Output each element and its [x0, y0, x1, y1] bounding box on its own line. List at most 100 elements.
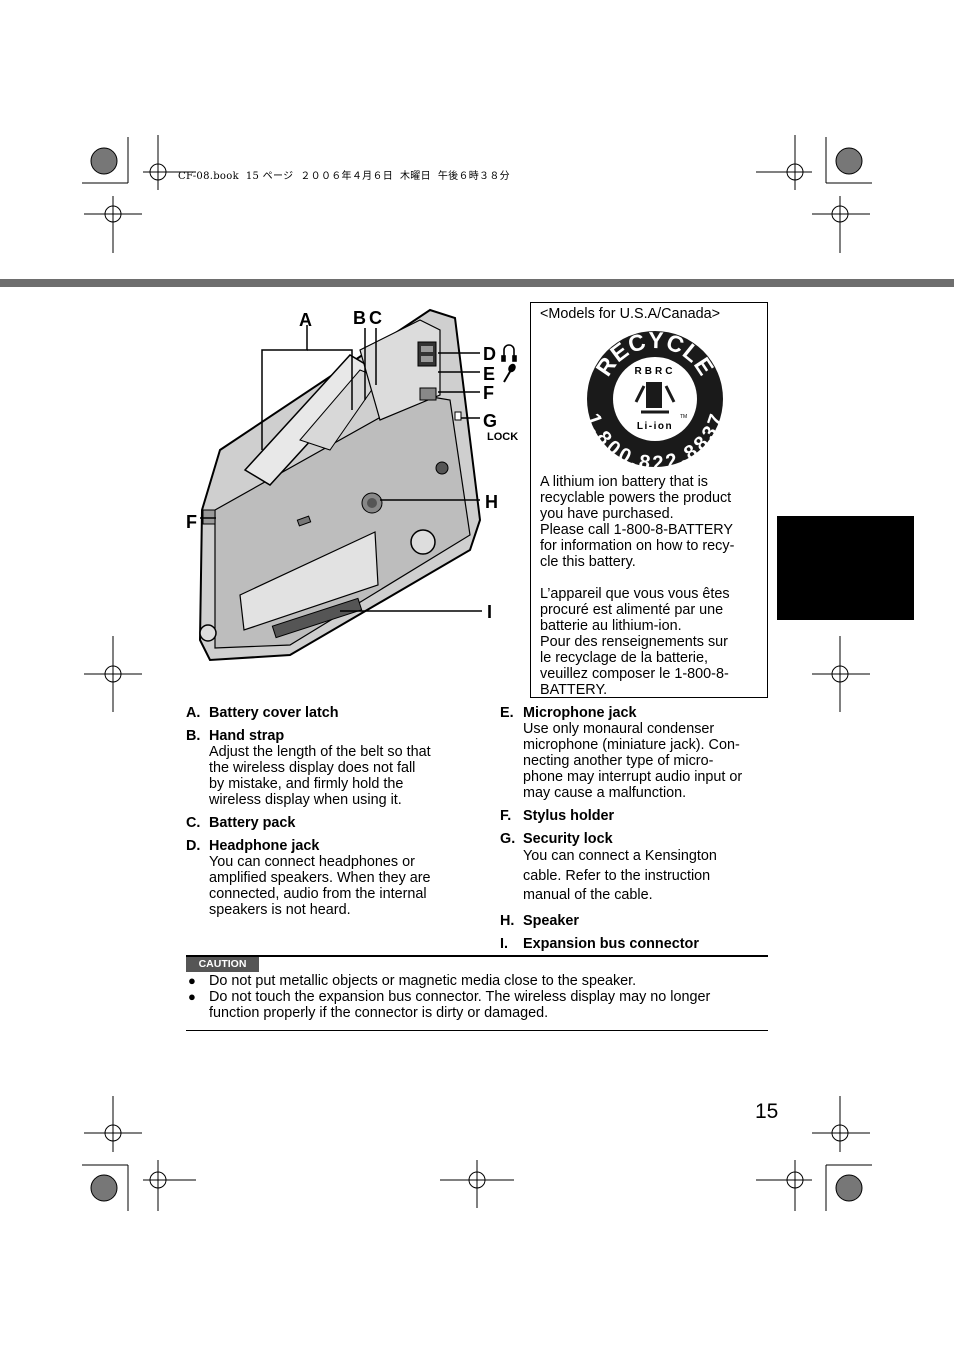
legend-description-line: Use only monaural condenser: [523, 721, 715, 737]
english-line: cle this battery.: [540, 554, 636, 570]
models-note: <Models for U.S.A/Canada>: [540, 306, 720, 322]
legend-letter: G.: [500, 831, 516, 847]
callout-H: H: [485, 492, 498, 512]
legend-letter: A.: [186, 705, 201, 721]
rbrc-recycle-logo: RECYCLE 1.800.822.8837 RBRC Li-ion TM: [586, 330, 724, 468]
legend-title: Battery cover latch: [209, 705, 339, 721]
legend-title: Hand strap: [209, 728, 285, 744]
french-line: batterie au lithium-ion.: [540, 618, 682, 634]
english-line: for information on how to recy-: [540, 538, 735, 554]
rbrc-text: RBRC: [635, 366, 676, 377]
callout-I: I: [487, 602, 492, 622]
legend-description-line: cable. Refer to the instruction: [523, 867, 711, 884]
legend-title: Microphone jack: [523, 705, 637, 721]
legend-description: You can connect a Kensington cable. Refer…: [523, 847, 770, 906]
legend-item: I. Expansion bus connector: [500, 936, 770, 952]
legend-item: H. Speaker: [500, 913, 770, 929]
callout-F-left: F: [186, 512, 197, 532]
legend-title: Security lock: [523, 831, 613, 847]
legend-description-line: amplified speakers. When they are: [209, 870, 431, 886]
legend-item: A. Battery cover latch: [186, 705, 461, 721]
legend-description-line: connected, audio from the internal: [209, 886, 427, 902]
chapter-side-tab: [777, 516, 914, 620]
legend-letter: C.: [186, 815, 201, 831]
lock-label: LOCK: [487, 431, 518, 443]
legend-letter: B.: [186, 728, 201, 744]
callout-A: A: [299, 310, 312, 330]
legend-description-line: manual of the cable.: [523, 887, 653, 903]
callout-B: B: [353, 308, 366, 328]
trademark-text: TM: [680, 414, 687, 420]
callout-D: D: [483, 344, 496, 364]
legend-title: Headphone jack: [209, 838, 320, 854]
print-header: CF-08.book 15 ページ ２００６年４月６日 木曜日 午後６時３８分: [178, 171, 510, 182]
english-line: Please call 1-800-8-BATTERY: [540, 522, 734, 538]
device-rear-diagram: A B C D E F G LOCK H F I: [186, 308, 518, 662]
caution-item-line: Do not put metallic objects or magnetic …: [209, 973, 637, 989]
legend-title: Stylus holder: [523, 808, 615, 824]
callout-F-right: F: [483, 383, 494, 403]
legend-description-line: necting another type of micro-: [523, 753, 714, 769]
bullet-icon: ●: [188, 989, 196, 1004]
legend-title: Battery pack: [209, 815, 296, 831]
legend-title: Expansion bus connector: [523, 935, 699, 952]
page-number: 15: [755, 1100, 779, 1123]
caution-item: ● Do not touch the expansion bus connecto…: [186, 989, 771, 1021]
caution-list: ● Do not put metallic objects or magnetic…: [186, 973, 771, 1021]
legend-description-line: Adjust the length of the belt so that: [209, 744, 431, 760]
french-line: BATTERY.: [540, 682, 608, 698]
caution-item: ● Do not put metallic objects or magnetic…: [186, 973, 771, 989]
callout-C: C: [369, 308, 382, 328]
legend-item: C. Battery pack: [186, 815, 461, 831]
recycle-notice-box: <Models for U.S.A/Canada> RECYCLE 1.800.…: [530, 302, 768, 698]
legend-description-line: by mistake, and firmly hold the: [209, 776, 404, 792]
legend-letter: H.: [500, 912, 515, 929]
french-line: le recyclage de la batterie,: [540, 650, 708, 666]
french-line: veuillez composer le 1-800-8-: [540, 666, 729, 682]
caution-label: CAUTION: [186, 957, 259, 972]
french-line: Pour des renseignements sur: [540, 634, 728, 650]
legend-letter: D.: [186, 838, 201, 854]
caution-top-rule: [186, 955, 768, 957]
legend-title: Speaker: [523, 912, 580, 929]
legend-description-line: microphone (miniature jack). Con-: [523, 737, 740, 753]
callout-E: E: [483, 364, 495, 384]
english-line: A lithium ion battery that is: [540, 474, 708, 490]
legend-letter: E.: [500, 705, 514, 721]
legend-description-line: the wireless display does not fall: [209, 760, 416, 776]
caution-item-line: Do not touch the expansion bus connector…: [209, 989, 711, 1005]
legend-description-line: phone may interrupt audio input or: [523, 769, 743, 785]
legend-description-line: You can connect headphones or: [209, 854, 415, 870]
legend-letter: F.: [500, 808, 512, 824]
legend-description-line: speakers is not heard.: [209, 902, 351, 918]
headphone-icon: [501, 344, 517, 362]
microphone-icon: [503, 363, 516, 383]
bullet-icon: ●: [188, 973, 196, 988]
caution-bottom-rule: [186, 1030, 768, 1031]
callout-G: G: [483, 411, 497, 431]
french-line: procuré est alimenté par une: [540, 602, 724, 618]
english-line: recyclable powers the product: [540, 490, 732, 506]
legend-description-line: wireless display when using it.: [209, 792, 402, 808]
french-line: L’appareil que vous vous êtes: [540, 586, 730, 602]
legend-description-line: You can connect a Kensington: [523, 848, 717, 864]
legend-description-line: may cause a malfunction.: [523, 785, 687, 801]
header-rule: [0, 279, 954, 287]
caution-item-line: function properly if the connector is di…: [209, 1005, 549, 1021]
legend-letter: I.: [500, 935, 508, 952]
english-line: you have purchased.: [540, 506, 674, 522]
li-ion-text: Li-ion: [637, 421, 673, 432]
legend-item: F. Stylus holder: [500, 808, 770, 824]
